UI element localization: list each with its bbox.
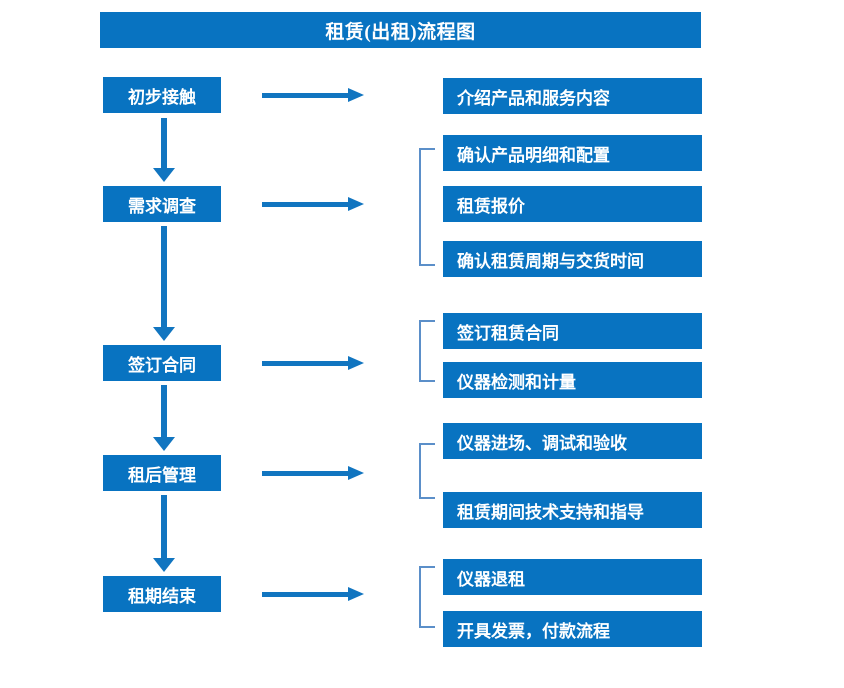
detail-box-technical-support[interactable]: 租赁期间技术支持和指导 (443, 492, 702, 528)
stage-box-initial-contact[interactable]: 初步接触 (103, 77, 221, 113)
group-bracket-end-of-term (419, 566, 435, 628)
horizontal-arrow-sign-contract (262, 356, 364, 370)
detail-box-instrument-entry-commissioning[interactable]: 仪器进场、调试和验收 (443, 423, 702, 459)
horizontal-arrow-end-of-rental-term (262, 587, 364, 601)
detail-box-introduce-products[interactable]: 介绍产品和服务内容 (443, 78, 702, 114)
stage-box-sign-contract[interactable]: 签订合同 (103, 345, 221, 381)
group-bracket-contract (419, 320, 435, 382)
horizontal-arrow-needs-survey (262, 197, 364, 211)
detail-box-instrument-return[interactable]: 仪器退租 (443, 559, 702, 595)
detail-box-invoice-payment[interactable]: 开具发票，付款流程 (443, 611, 702, 647)
detail-box-confirm-product-details[interactable]: 确认产品明细和配置 (443, 135, 702, 171)
stage-box-end-of-rental-term[interactable]: 租期结束 (103, 576, 221, 612)
horizontal-arrow-initial-contact (262, 88, 364, 102)
detail-box-rental-quotation[interactable]: 租赁报价 (443, 186, 702, 222)
horizontal-arrow-post-rental-management (262, 466, 364, 480)
stage-box-post-rental-management[interactable]: 租后管理 (103, 455, 221, 491)
group-bracket-needs-survey (419, 148, 435, 266)
detail-box-sign-rental-contract[interactable]: 签订租赁合同 (443, 313, 702, 349)
page-title: 租赁(出租)流程图 (100, 12, 701, 48)
vertical-arrow-survey-to-contract (153, 226, 175, 341)
vertical-arrow-contract-to-management (153, 385, 175, 451)
group-bracket-post-rental (419, 443, 435, 499)
vertical-arrow-management-to-end (153, 495, 175, 572)
vertical-arrow-contact-to-survey (153, 118, 175, 182)
detail-box-confirm-rental-period[interactable]: 确认租赁周期与交货时间 (443, 241, 702, 277)
stage-box-needs-survey[interactable]: 需求调查 (103, 186, 221, 222)
detail-box-instrument-inspection[interactable]: 仪器检测和计量 (443, 362, 702, 398)
